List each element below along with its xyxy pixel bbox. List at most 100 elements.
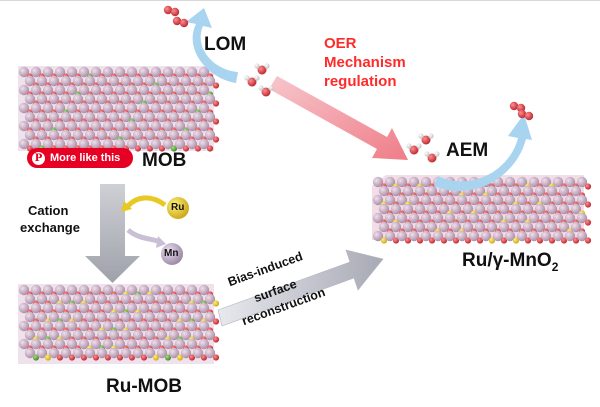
- lattice-metal-atom: [114, 338, 126, 350]
- lattice-metal-atom: [126, 84, 138, 96]
- mob-crystal-slab: [18, 66, 220, 152]
- lattice-metal-atom: [414, 221, 426, 233]
- lattice-metal-atom: [120, 293, 132, 305]
- lattice-oxygen-atom: [56, 354, 64, 361]
- lattice-metal-atom: [456, 212, 468, 224]
- lattice-metal-atom: [54, 84, 66, 96]
- lattice-green-atom: [170, 145, 178, 152]
- lattice-metal-atom: [54, 320, 66, 332]
- lattice-metal-atom: [204, 329, 216, 341]
- lattice-metal-atom: [534, 185, 546, 197]
- lattice-metal-atom: [60, 75, 72, 87]
- lattice-metal-atom: [78, 66, 90, 78]
- lattice-metal-atom: [528, 230, 540, 242]
- lattice-oxygen-atom: [404, 237, 412, 244]
- aem-label: AEM: [446, 140, 489, 161]
- lattice-metal-atom: [546, 185, 558, 197]
- lattice-metal-atom: [42, 320, 54, 332]
- lattice-metal-atom: [174, 102, 186, 114]
- lattice-metal-atom: [174, 320, 186, 332]
- lattice-metal-atom: [516, 212, 528, 224]
- lattice-metal-atom: [150, 66, 162, 78]
- ru-exchange-arrow: [126, 195, 167, 208]
- lattice-metal-atom: [192, 75, 204, 87]
- lattice-metal-atom: [120, 129, 132, 141]
- lattice-metal-atom: [180, 293, 192, 305]
- lattice-metal-atom: [204, 293, 216, 305]
- lattice-metal-atom: [162, 338, 174, 350]
- lattice-metal-atom: [24, 347, 36, 359]
- lattice-metal-atom: [42, 284, 54, 296]
- more-like-this-button[interactable]: P More like this: [27, 148, 133, 168]
- lattice-metal-atom: [174, 120, 186, 132]
- lattice-metal-atom: [186, 302, 198, 314]
- lattice-metal-atom: [84, 111, 96, 123]
- lattice-ru-atom: [152, 354, 160, 361]
- lattice-metal-atom: [108, 329, 120, 341]
- lattice-metal-atom: [438, 221, 450, 233]
- lattice-metal-atom: [426, 185, 438, 197]
- lattice-metal-atom: [192, 93, 204, 105]
- lattice-ru-atom: [212, 300, 220, 307]
- lattice-metal-atom: [18, 102, 30, 114]
- lattice-metal-atom: [108, 347, 120, 359]
- lattice-metal-atom: [18, 66, 30, 78]
- lattice-metal-atom: [102, 138, 114, 150]
- lattice-metal-atom: [132, 111, 144, 123]
- oxygen-molecule-atom: [163, 5, 173, 15]
- lattice-metal-atom: [96, 293, 108, 305]
- lattice-oxygen-atom: [440, 237, 448, 244]
- lattice-metal-atom: [102, 338, 114, 350]
- oxygen-molecule-atom: [517, 109, 527, 119]
- cation-exchange-arrow: [85, 184, 140, 283]
- lattice-metal-atom: [480, 212, 492, 224]
- rumob-crystal-slab: [18, 284, 220, 364]
- lattice-metal-atom: [534, 221, 546, 233]
- lattice-metal-atom: [468, 212, 480, 224]
- lattice-metal-atom: [24, 293, 36, 305]
- lattice-metal-atom: [72, 347, 84, 359]
- lattice-metal-atom: [528, 176, 540, 188]
- lattice-metal-atom: [96, 111, 108, 123]
- oxygen-molecule-atom: [170, 7, 180, 17]
- lattice-ru-atom: [380, 237, 388, 244]
- lattice-metal-atom: [24, 111, 36, 123]
- lattice-metal-atom: [138, 338, 150, 350]
- lattice-metal-atom: [546, 221, 558, 233]
- lattice-metal-atom: [510, 185, 522, 197]
- lattice-metal-atom: [18, 138, 30, 150]
- oxygen-molecule-atom: [509, 101, 519, 111]
- lattice-metal-atom: [138, 320, 150, 332]
- lattice-metal-atom: [498, 185, 510, 197]
- lattice-metal-atom: [162, 102, 174, 114]
- lattice-metal-atom: [108, 111, 120, 123]
- lattice-metal-atom: [126, 284, 138, 296]
- pinterest-icon: P: [32, 151, 45, 165]
- lattice-metal-atom: [492, 212, 504, 224]
- lattice-metal-atom: [72, 75, 84, 87]
- lattice-metal-atom: [198, 284, 210, 296]
- lattice-metal-atom: [540, 176, 552, 188]
- lattice-metal-atom: [90, 284, 102, 296]
- lattice-oxygen-atom: [200, 354, 208, 361]
- lattice-metal-atom: [558, 203, 570, 215]
- lattice-oxygen-atom: [392, 237, 400, 244]
- lattice-metal-atom: [150, 102, 162, 114]
- lattice-metal-atom: [96, 129, 108, 141]
- lattice-metal-atom: [180, 111, 192, 123]
- lattice-metal-atom: [192, 329, 204, 341]
- lattice-metal-atom: [138, 66, 150, 78]
- lattice-metal-atom: [576, 230, 588, 242]
- lattice-metal-atom: [60, 293, 72, 305]
- lattice-metal-atom: [18, 120, 30, 132]
- lattice-metal-atom: [114, 302, 126, 314]
- lattice-oxygen-atom: [560, 237, 568, 244]
- lattice-metal-atom: [552, 194, 564, 206]
- lattice-metal-atom: [48, 75, 60, 87]
- lattice-metal-atom: [534, 203, 546, 215]
- lattice-metal-atom: [114, 66, 126, 78]
- lattice-ru-atom: [488, 237, 496, 244]
- lattice-metal-atom: [570, 221, 582, 233]
- lattice-oxygen-atom: [524, 237, 532, 244]
- lattice-metal-atom: [150, 138, 162, 150]
